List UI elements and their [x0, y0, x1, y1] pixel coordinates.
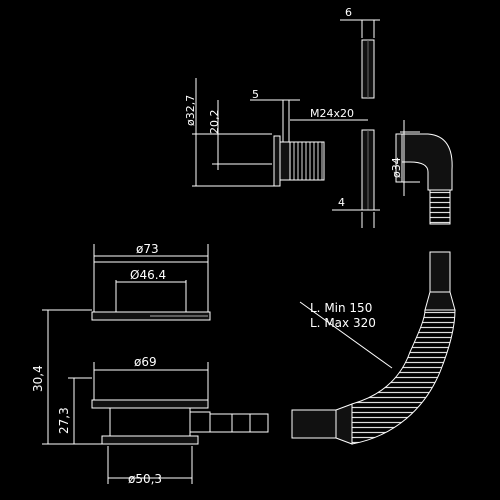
- hose-length-max: L. Max 320: [310, 316, 376, 330]
- dim-bottom-thickness: 4: [338, 196, 345, 209]
- washer-top: [332, 19, 380, 228]
- dim-cap-dia: ø73: [136, 242, 159, 256]
- dim-body-height: 27,3: [57, 407, 71, 434]
- dim-elbow-dia: ø34: [390, 157, 403, 178]
- waste-head: [192, 78, 368, 187]
- dim-base-dia: ø50,3: [128, 472, 162, 486]
- dim-outer-dia-top: ø32,7: [184, 95, 197, 126]
- dim-height-20-2: 20,2: [208, 110, 221, 135]
- dim-cap-inner-dia: Ø46.4: [130, 268, 166, 282]
- hose-length-min: L. Min 150: [310, 301, 372, 315]
- flexible-hose: [291, 251, 456, 445]
- dim-thread: M24x20: [310, 107, 354, 120]
- waste-body: [42, 309, 269, 484]
- dim-head-width: 5: [252, 88, 259, 101]
- elbow: [395, 120, 453, 225]
- dim-total-height: 30,4: [31, 365, 45, 392]
- dim-body-dia: ø69: [134, 355, 157, 369]
- cap: [91, 244, 211, 321]
- dim-top-thickness: 6: [345, 6, 352, 19]
